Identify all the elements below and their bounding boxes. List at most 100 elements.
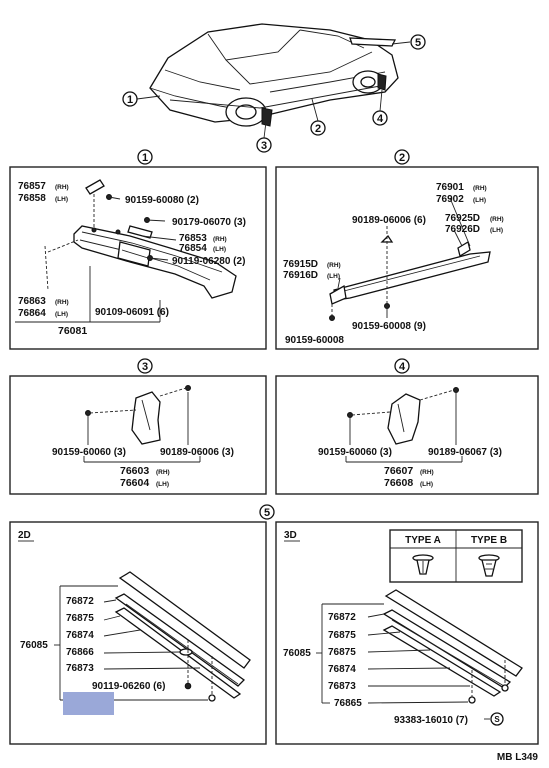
part-number: 76604 xyxy=(120,477,149,489)
part-number: 76873 xyxy=(66,663,94,674)
panel-5-3d-labels: 76085 76872 76875 76875 76874 76873 7686… xyxy=(283,612,504,726)
panel-3-frame xyxy=(9,375,267,495)
part-number: 76866 xyxy=(66,647,94,658)
part-number: 76875 xyxy=(328,647,356,658)
panel-number-text: 4 xyxy=(399,361,406,373)
clip-callout-text: S xyxy=(494,715,500,724)
panel-2-labels: 76901 (RH) 76902 (LH) 90189-06006 (6) 76… xyxy=(283,182,504,346)
part-number: 90189-06006 (3) xyxy=(160,447,234,458)
panel-number-text: 3 xyxy=(142,361,148,373)
part-number: 76916D xyxy=(283,270,318,281)
callout-text: 5 xyxy=(415,37,421,49)
car-overview: 1 2 3 4 5 xyxy=(122,23,426,153)
side-label: (RH) xyxy=(55,184,69,191)
subpanel-title: 2D xyxy=(18,530,31,541)
part-number: 76858 xyxy=(18,193,46,204)
part-number: 90109-06091 (6) xyxy=(95,307,169,318)
part-number: 76874 xyxy=(66,630,94,641)
panel-4-mudguard-rear: 4 90159-60060 (3) 90189-06067 (3) 76607 … xyxy=(275,358,539,495)
callout-text: 3 xyxy=(261,140,267,152)
side-label: (LH) xyxy=(327,273,340,280)
part-number: 90189-06006 (6) xyxy=(352,215,426,226)
part-number: 76872 xyxy=(328,612,356,623)
side-label: (RH) xyxy=(327,262,341,269)
clip-type-table: TYPE A TYPE B xyxy=(389,529,523,583)
part-number: 76608 xyxy=(384,477,413,489)
clip-type-b-icon xyxy=(478,554,500,577)
side-label: (RH) xyxy=(490,216,504,223)
panel-4-illustration xyxy=(345,387,463,463)
part-number: 76864 xyxy=(18,308,46,319)
panel-5-2d-frame xyxy=(9,521,267,745)
panel-1-frame xyxy=(9,166,267,350)
panel-5-3d-frame xyxy=(275,521,539,745)
subpanel-title: 3D xyxy=(284,530,297,541)
clip-type-a-icon xyxy=(412,554,434,575)
side-label: (LH) xyxy=(55,196,68,203)
part-number: 76603 xyxy=(120,465,149,477)
part-number: 76854 xyxy=(179,243,207,254)
footer-code: MB L349 xyxy=(497,752,539,763)
overview-leaders xyxy=(136,41,411,139)
part-number: 76872 xyxy=(66,596,94,607)
side-label: (RH) xyxy=(473,185,487,192)
part-number: 76915D xyxy=(283,259,318,270)
panel-5-2d: 2D 76085 xyxy=(9,521,267,745)
part-number: 76902 xyxy=(436,194,464,205)
panel-2-rocker-panel: 2 76901 (RH) 76902 (LH) 90189-06006 (6) … xyxy=(275,149,539,350)
side-label: (RH) xyxy=(156,469,170,476)
overview-callout-5: 5 xyxy=(410,34,426,50)
callout-text: 2 xyxy=(315,123,321,135)
assembly-number: 76081 xyxy=(58,325,87,337)
side-label: (LH) xyxy=(156,481,169,488)
panel-1-front-spoiler: 1 76857 (RH) 76858 xyxy=(9,149,267,350)
panel-number-text: 1 xyxy=(142,152,148,164)
part-number: 76925D xyxy=(445,213,480,224)
side-label: (LH) xyxy=(490,227,503,234)
panel-4-number: 4 xyxy=(394,358,410,374)
panel-5-number: 5 xyxy=(259,504,275,520)
assembly-number: 76085 xyxy=(20,640,48,651)
part-number: 90119-06280 (2) xyxy=(172,256,245,267)
part-number: 90159-60060 (3) xyxy=(52,447,126,458)
part-number: 76926D xyxy=(445,224,480,235)
panel-3-labels: 90159-60060 (3) 90189-06006 (3) 76603 (R… xyxy=(52,447,234,489)
part-number: 76857 xyxy=(18,181,46,192)
panel-1-labels: 76857 (RH) 76858 (LH) 90159-60080 (2) 90… xyxy=(15,181,246,337)
panel-3-number: 3 xyxy=(137,358,153,374)
part-number: 90189-06067 (3) xyxy=(428,447,502,458)
overview-callout-1: 1 xyxy=(122,91,138,107)
side-label: (LH) xyxy=(473,197,486,204)
part-number: 90159-60008 (9) xyxy=(352,321,426,332)
side-label: (LH) xyxy=(420,481,433,488)
part-number: 76865 xyxy=(334,698,362,709)
side-label: (RH) xyxy=(420,469,434,476)
part-number: 93383-16010 (7) xyxy=(394,715,468,726)
panel-5-3d: 3D TYPE A TYPE B xyxy=(275,521,539,745)
part-number: 76873 xyxy=(328,681,356,692)
overview-callout-4: 4 xyxy=(372,110,388,126)
panel-number-text: 2 xyxy=(399,152,405,164)
part-number: 90159-60080 (2) xyxy=(125,195,199,206)
part-number: 90119-06260 (6) xyxy=(92,681,165,692)
panel-3-illustration xyxy=(83,385,201,463)
callout-text: 1 xyxy=(127,94,133,106)
panel-4-labels: 90159-60060 (3) 90189-06067 (3) 76607 (R… xyxy=(318,447,502,489)
panel-3-mudguard-front: 3 90159-60060 (3) 90189-06006 (3) 76603 … xyxy=(9,358,267,495)
panel-2-number: 2 xyxy=(394,149,410,165)
part-number: 90179-06070 (3) xyxy=(172,217,246,228)
part-number: 76874 xyxy=(328,664,356,675)
side-label: (RH) xyxy=(213,236,227,243)
part-number: 90159-60060 (3) xyxy=(318,447,392,458)
selection-highlight xyxy=(63,692,114,715)
overview-callout-2: 2 xyxy=(310,120,326,136)
car-illustration xyxy=(149,23,399,127)
panel-2-frame xyxy=(275,166,539,350)
panel-1-number: 1 xyxy=(137,149,153,165)
clip-type-b-label: TYPE B xyxy=(471,535,507,546)
clip-type-a-label: TYPE A xyxy=(405,535,441,546)
part-number: 90159-60008 xyxy=(285,335,344,346)
panel-4-frame xyxy=(275,375,539,495)
panel-5-2d-labels: 76085 76872 76875 76874 76866 76873 9011… xyxy=(20,596,165,692)
